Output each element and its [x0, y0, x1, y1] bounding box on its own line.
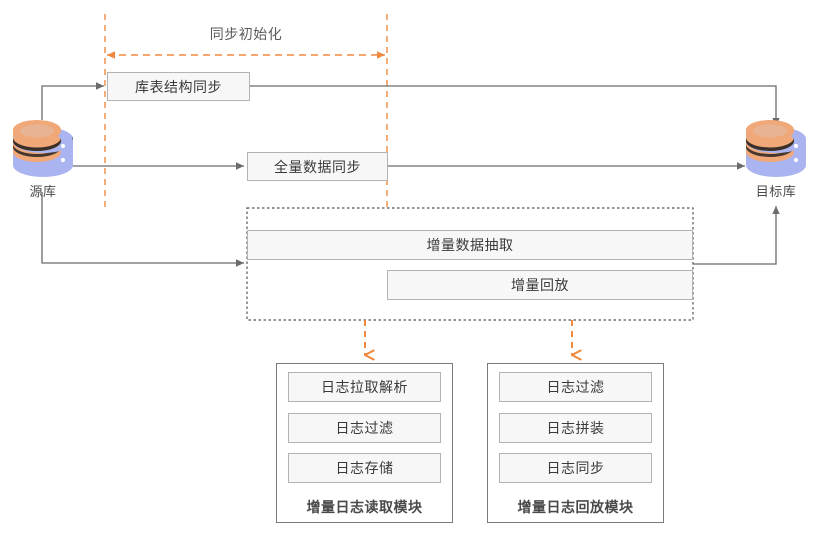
module-log-read-step-2[interactable]: 日志存储: [288, 453, 441, 483]
edge-schema-to-target: [250, 85, 780, 126]
module-log-read-step-1[interactable]: 日志过滤: [288, 413, 441, 443]
node-incremental-replay[interactable]: 增量回放: [387, 270, 693, 300]
edge-replay-to-target: [693, 206, 780, 265]
node-incremental-extract[interactable]: 增量数据抽取: [247, 230, 693, 260]
module-log-read-frame: [276, 363, 453, 523]
edge-source-to-incremental: [41, 192, 244, 267]
module-log-read-title: 增量日志读取模块: [306, 499, 423, 515]
phase-label-init: 同步初始化: [209, 26, 283, 42]
target-database-icon: [746, 120, 806, 177]
module-log-replay-frame: [487, 363, 664, 523]
module-log-replay-step-1[interactable]: 日志拼装: [499, 413, 652, 443]
node-schema-sync[interactable]: 库表结构同步: [107, 72, 250, 101]
module-log-read-step-0[interactable]: 日志拉取解析: [288, 372, 441, 402]
node-full-data-sync[interactable]: 全量数据同步: [247, 152, 388, 181]
target-db-label: 目标库: [755, 184, 797, 199]
module-log-replay-step-2[interactable]: 日志同步: [499, 453, 652, 483]
module-log-replay-step-0[interactable]: 日志过滤: [499, 372, 652, 402]
source-database-icon: [13, 120, 73, 177]
incremental-container: [246, 207, 694, 321]
source-db-label: 源库: [29, 184, 57, 199]
edge-source-to-schema: [41, 82, 104, 120]
module-log-replay-title: 增量日志回放模块: [517, 499, 634, 515]
